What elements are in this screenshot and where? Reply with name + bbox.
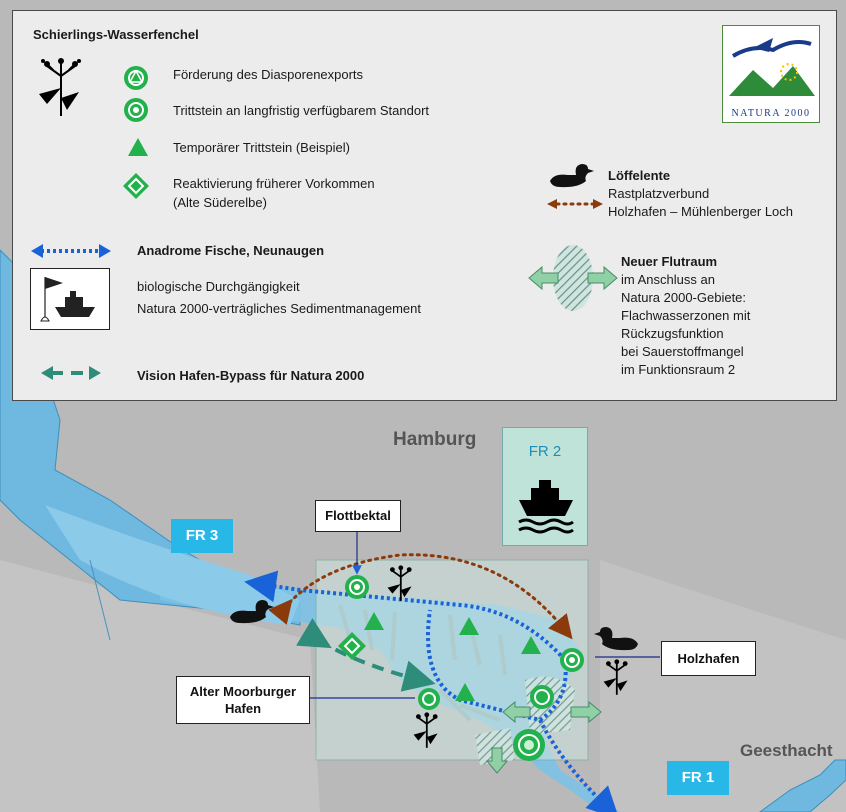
legend-panel: Schierlings-Wasserfenchel Förderung des …	[12, 10, 837, 401]
green-ring-marker-icon	[124, 98, 148, 122]
bypass-arrow-icon	[41, 366, 101, 380]
flood-item-6: im Funktionsraum 2	[621, 362, 736, 377]
plant-item-3: Temporärer Trittstein (Beispiel)	[173, 140, 350, 155]
fr1-box: FR 1	[667, 761, 729, 795]
flood-item-4: Rückzugsfunktion	[621, 326, 724, 341]
fish-item-1: biologische Durchgängigkeit	[137, 279, 300, 294]
label-holzhafen: Holzhafen	[661, 641, 756, 676]
natura-logo-text: NATURA 2000	[731, 108, 811, 119]
ship-icon	[40, 277, 95, 322]
plant-item-4: Reaktivierung früherer Vorkommen	[173, 176, 375, 191]
label-moorburger: Alter Moorburger Hafen	[176, 676, 310, 724]
duck-icon	[550, 164, 594, 188]
fr3-box: FR 3	[171, 519, 233, 553]
plant-heading: Schierlings-Wasserfenchel	[33, 27, 199, 42]
flood-area-1	[525, 676, 575, 735]
plant-item-5: (Alte Süderelbe)	[173, 195, 267, 210]
flood-item-3: Flachwasserzonen mit	[621, 308, 751, 323]
bypass-route	[296, 618, 436, 692]
fish-arrow-icon	[31, 244, 111, 258]
fish-heading: Anadrome Fische, Neunaugen	[137, 243, 325, 258]
flood-area-icon	[528, 245, 618, 311]
duck-item-2: Holzhafen – Mühlenberger Loch	[608, 204, 794, 219]
duck-route	[268, 553, 573, 640]
fish-item-2: Natura 2000-verträgliches Sedimentmanage…	[137, 301, 421, 316]
green-triangle-icon	[128, 138, 148, 156]
flood-item-5: bei Sauerstoffmangel	[621, 344, 744, 359]
natura-2000-logo: NATURA 2000	[722, 25, 820, 123]
green-diamond-icon	[123, 173, 149, 199]
label-flottbektal: Flottbektal	[315, 500, 401, 532]
town-label: Geesthacht	[740, 741, 833, 760]
fr2-box: FR 2	[502, 427, 588, 546]
export-marker-icon	[124, 66, 148, 90]
city-label: Hamburg	[393, 429, 477, 450]
ship-icon	[518, 480, 574, 534]
duck-item-1: Rastplatzverbund	[608, 186, 710, 201]
hemlock-plant-icon	[39, 58, 81, 116]
ship-legend-box	[30, 268, 110, 330]
plant-item-2: Trittstein an langfristig verfügbarem St…	[173, 103, 430, 118]
label-moorburger-line2: Hafen	[224, 701, 262, 716]
flood-heading: Neuer Flutraum	[621, 254, 718, 269]
bypass-label: Vision Hafen-Bypass für Natura 2000	[137, 368, 365, 383]
duck-route-arrow-icon	[547, 199, 603, 209]
flood-item-2: Natura 2000-Gebiete:	[621, 290, 747, 305]
duck-heading: Löffelente	[608, 168, 671, 183]
label-moorburger-line1: Alter Moorburger	[189, 684, 297, 699]
plant-item-1: Förderung des Diasporenexports	[173, 67, 364, 82]
flood-item-1: im Anschluss an	[621, 272, 715, 287]
fr2-label: FR 2	[528, 443, 562, 460]
